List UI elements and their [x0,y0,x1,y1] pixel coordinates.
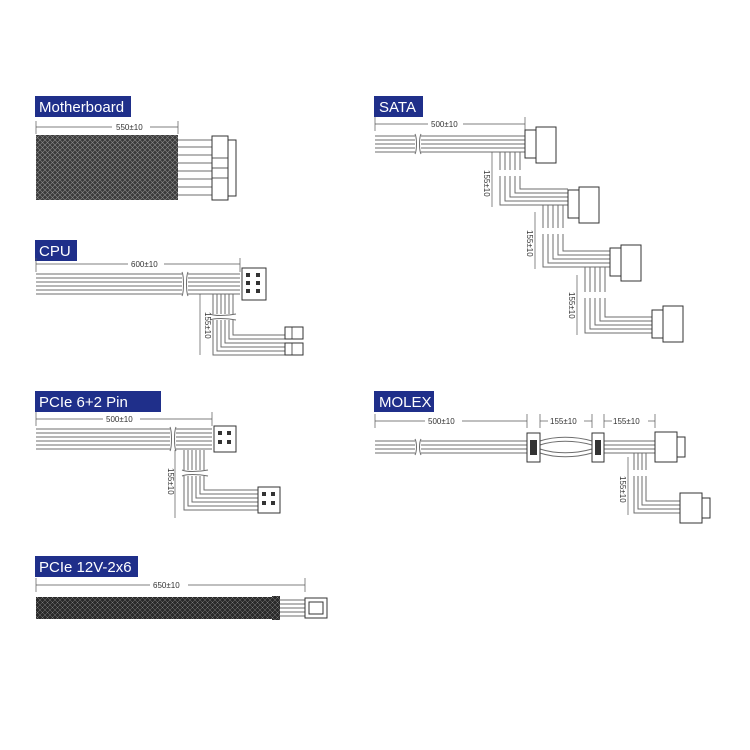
pcie12v-sleeve [36,597,272,619]
pcie62-cable: PCIe 6+2 Pin 500±10 155±10 [35,391,281,518]
connector-12v2x6-icon [304,597,328,619]
pcie62-wire-bundle [36,428,212,450]
sata-title-bg [374,96,423,117]
molex-title: MOLEX [379,394,432,411]
cpu-title: CPU [39,243,71,260]
molex-title-bg [374,391,434,412]
connector-sata-icon [524,126,557,164]
sata-length-label: 500±10 [431,120,458,129]
sata-title: SATA [379,99,416,116]
molex-cable: MOLEX 500±10 155±10 155±10 [374,391,711,524]
cpu-length-label: 600±10 [131,260,158,269]
connector-molex-icon [679,492,711,524]
sata-wire-bundle [375,135,525,153]
molex-wire-bundle [375,436,655,458]
molex-seg2-label: 155±10 [613,417,640,426]
connector-molex-icon [654,431,686,463]
cpu-branch-label: 155±10 [203,312,212,339]
motherboard-length-label: 550±10 [116,123,143,132]
connector-sata-icon [609,244,642,282]
molex-length-label: 500±10 [428,417,455,426]
connector-8pin-icon [257,486,281,514]
molex-seg1-label: 155±10 [550,417,577,426]
pcie62-title-bg [35,391,161,412]
molex-branch-label: 155±10 [618,476,627,503]
cpu-cable: CPU 600±10 155±10 [35,240,304,356]
pcie12v-length-label: 650±10 [153,581,180,590]
motherboard-title: Motherboard [39,99,124,116]
connector-8pin-icon [241,267,267,301]
motherboard-title-bg [35,96,131,117]
sata-branch3-label: 155±10 [567,292,576,319]
motherboard-cable: Motherboard 550±10 [35,96,237,201]
cpu-wire-bundle [36,273,240,295]
pcie12v-title-bg [35,556,138,577]
cpu-title-bg [35,240,77,261]
motherboard-sleeve [36,135,178,200]
pcie12v-sleeve-end [272,596,280,620]
pcie62-title: PCIe 6+2 Pin [39,394,128,411]
connector-8pin-icon [213,425,237,453]
sata-branch1-label: 155±10 [482,170,491,197]
molex-splitter-2 [591,432,605,463]
sata-branch2-label: 155±10 [525,230,534,257]
connector-sata-icon [651,305,684,343]
connector-24pin-icon [211,135,237,201]
pcie12v-title: PCIe 12V-2x6 [39,559,132,576]
pcie12v-cable: PCIe 12V-2x6 650±10 [35,556,328,620]
sata-cable: SATA 500±10 155±10 155±10 [374,96,684,343]
molex-splitter-1 [526,432,541,463]
connector-sata-icon [567,186,600,224]
pcie62-length-label: 500±10 [106,415,133,424]
pcie62-branch-label: 155±10 [166,468,175,495]
connector-8pin-icon [284,326,304,356]
